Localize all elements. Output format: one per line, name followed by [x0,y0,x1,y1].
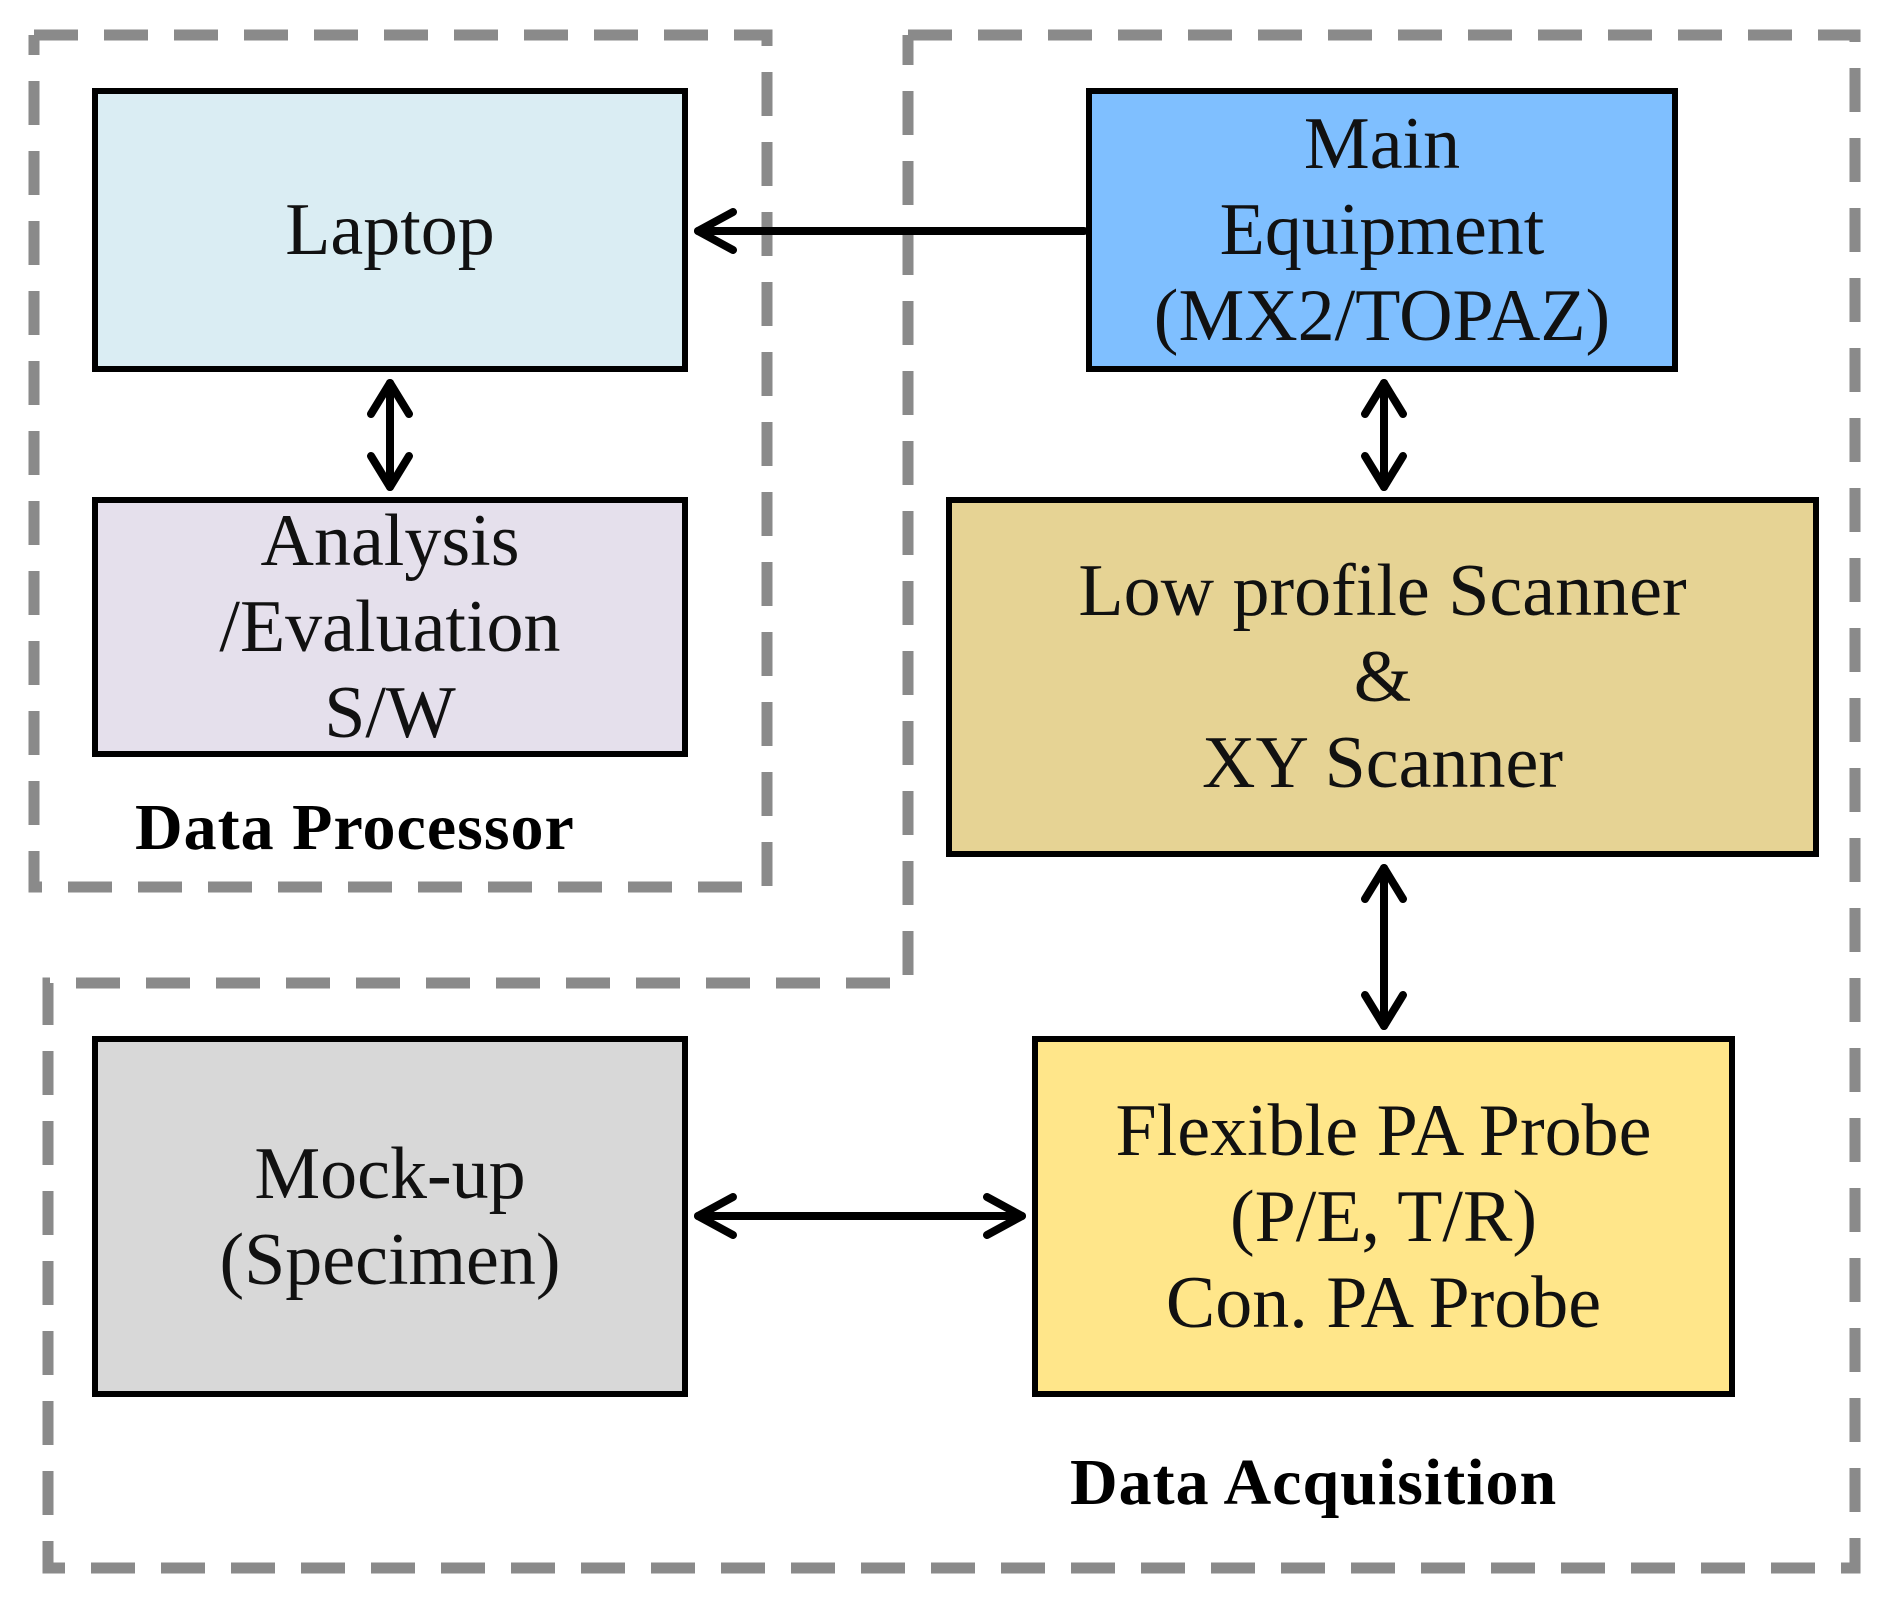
arrow-laptop-analysis [367,379,413,491]
scanner-box: Low profile Scanner&XY Scanner [946,497,1819,857]
arrow-mockup-probe [694,1193,1026,1239]
scanner-text-line: & [1353,636,1412,718]
probe-text-line: Flexible PA Probe [1115,1089,1652,1172]
data-processor-group-border [28,29,773,893]
probe-text-line: (P/E, T/R) [1230,1175,1537,1258]
mockup-text-line: Mock-up [254,1132,526,1215]
mockup-specimen-box: Mock-up(Specimen) [92,1036,688,1397]
laptop-box: Laptop [92,88,688,372]
main-text-line: Main [1303,103,1461,185]
analysis-text-line: /Evaluation [219,586,561,668]
main-text-line: (MX2/TOPAZ) [1153,275,1611,357]
scanner-text-line: XY Scanner [1202,722,1563,804]
laptop-text-line: Laptop [285,189,495,271]
data-acquisition-label: Data Acquisition [1070,1446,1558,1519]
arrow-main-scanner [1361,379,1407,491]
data-acquisition-group-border [42,29,1861,1574]
main-text-line: Equipment [1219,189,1545,271]
analysis-text-line: Analysis [260,500,520,582]
arrow-main-to-laptop [694,208,1088,254]
arrow-scanner-probe [1361,864,1407,1030]
analysis-text-line: S/W [324,672,456,754]
data-processor-label: Data Processor [135,791,575,864]
pa-probe-box: Flexible PA Probe(P/E, T/R)Con. PA Probe [1032,1036,1735,1397]
scanner-text-line: Low profile Scanner [1078,550,1687,632]
probe-text-line: Con. PA Probe [1165,1261,1602,1344]
mockup-text-line: (Specimen) [219,1218,561,1301]
